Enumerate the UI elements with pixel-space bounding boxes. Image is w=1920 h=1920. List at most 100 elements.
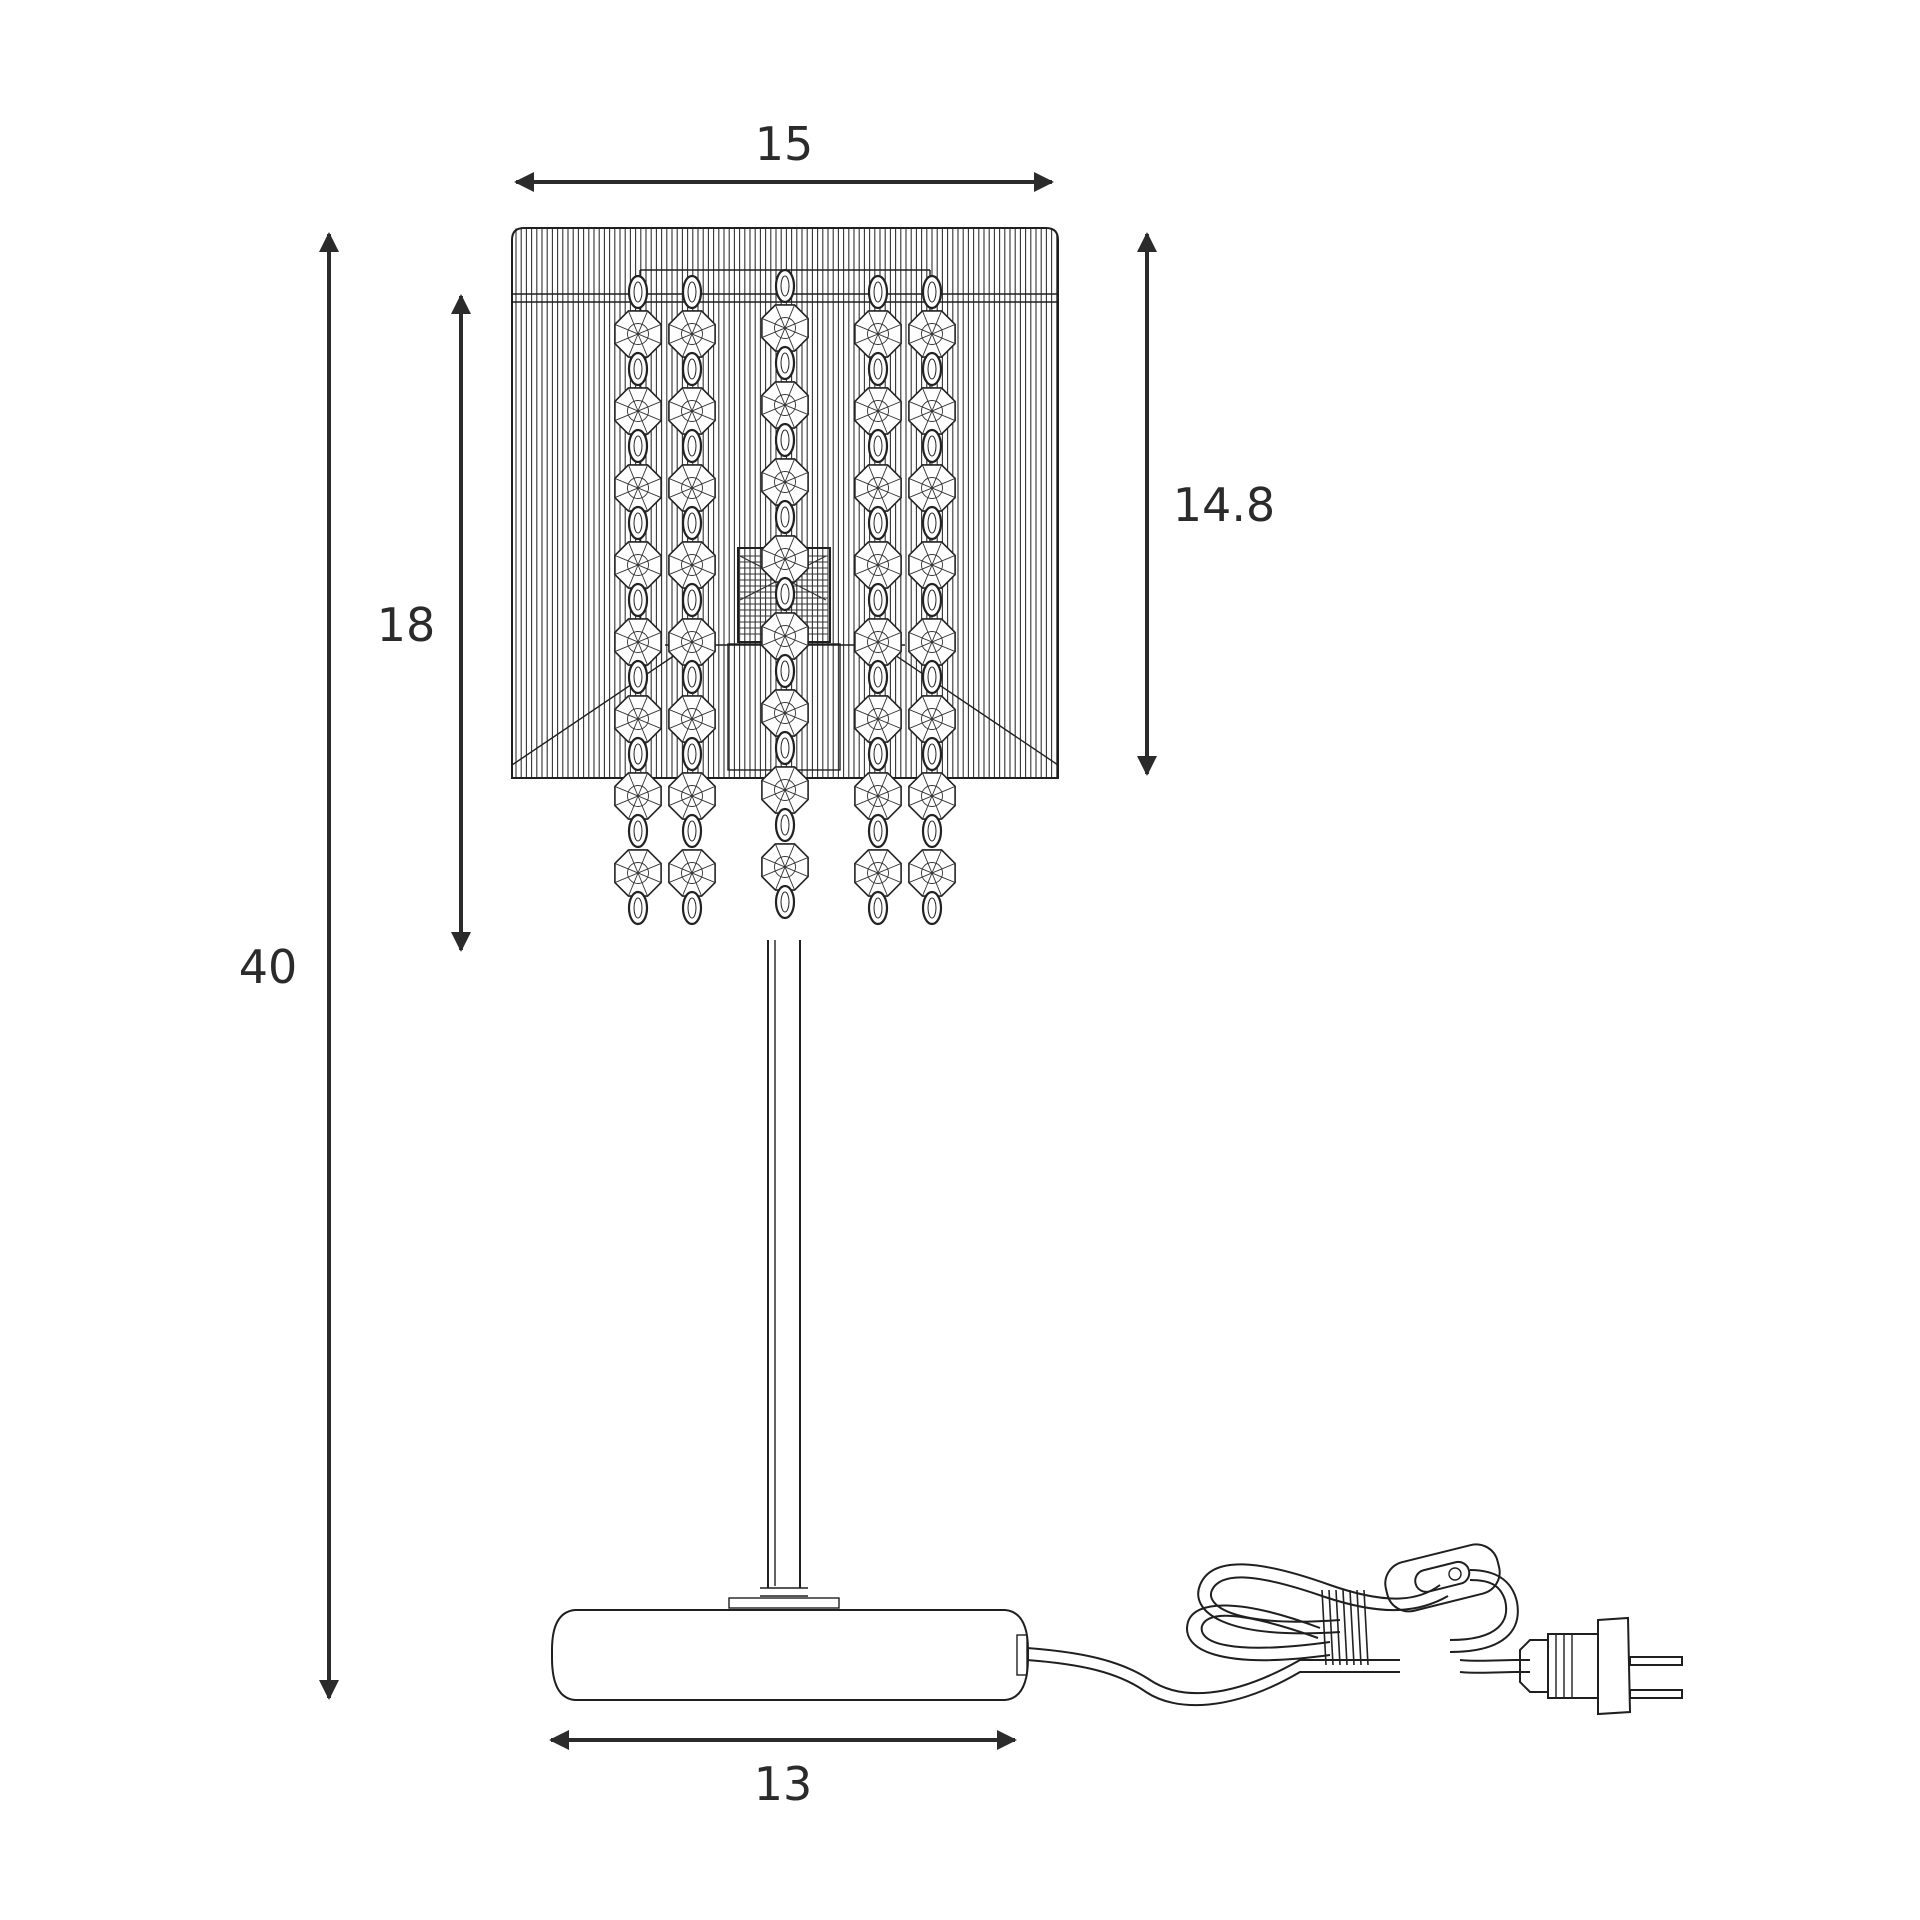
lamp-stem	[728, 940, 840, 1609]
chain-link-inner	[927, 512, 937, 534]
chain-link	[681, 274, 703, 310]
frame-strut	[879, 644, 1059, 766]
chain-link-inner	[927, 820, 937, 842]
cord-loop	[1200, 1614, 1331, 1649]
chain-link-inner	[780, 891, 790, 913]
crystal-facet	[908, 324, 956, 344]
chain-link-inner	[780, 737, 790, 759]
stem-plate	[728, 1597, 840, 1609]
power-cord	[1026, 1543, 1683, 1716]
cord	[1459, 1659, 1530, 1662]
chain-link	[774, 576, 796, 612]
chain-link	[921, 736, 943, 772]
chain-link	[774, 730, 796, 766]
chain-link-inner	[780, 429, 790, 451]
crystal-facet	[614, 863, 662, 883]
crystal-facet	[908, 863, 956, 883]
chain-link	[867, 351, 889, 387]
tie-coil	[1342, 1589, 1348, 1666]
chain-link-inner	[687, 897, 697, 919]
chain-link	[921, 813, 943, 849]
crystal-center	[627, 477, 649, 499]
chain-link	[681, 813, 703, 849]
shade-width-label: 15	[755, 117, 814, 171]
crystal-strand	[761, 268, 809, 920]
crystal-facet	[908, 555, 956, 575]
chain-link	[774, 268, 796, 304]
crystal-facet	[908, 401, 956, 421]
crystal-center	[627, 631, 649, 653]
crystal-facet	[854, 401, 902, 421]
chain-link-inner	[780, 814, 790, 836]
crystal-facet	[854, 786, 902, 806]
crystal-center	[921, 862, 943, 884]
crystal-facet	[854, 863, 902, 883]
chain-link-inner	[633, 589, 643, 611]
crystal-facet	[854, 555, 902, 575]
chain-link	[921, 274, 943, 310]
cord	[1026, 1659, 1400, 1707]
crystal-center	[681, 631, 703, 653]
crystal-facet	[614, 478, 662, 498]
crystal-facet	[668, 555, 716, 575]
dimension-total-height: 40	[239, 232, 339, 1700]
plug-icon	[1519, 1616, 1683, 1716]
chain-link	[681, 659, 703, 695]
chain-link-inner	[633, 820, 643, 842]
tie-coil	[1363, 1589, 1369, 1666]
chain-link	[774, 653, 796, 689]
crystal-facet	[761, 703, 809, 723]
crystal-center	[867, 400, 889, 422]
crystal-facet	[908, 478, 956, 498]
shade-height-label: 14.8	[1173, 478, 1275, 532]
chain-link	[867, 659, 889, 695]
crystal-center	[867, 862, 889, 884]
chain-link	[774, 807, 796, 843]
chain-link-inner	[687, 666, 697, 688]
chain-link-inner	[927, 897, 937, 919]
frame-strut	[511, 644, 691, 766]
chain-link-inner	[927, 743, 937, 765]
crystal-center	[774, 471, 796, 493]
crystal-facet	[854, 709, 902, 729]
chain-link-inner	[687, 512, 697, 534]
chain-link	[681, 582, 703, 618]
chain-link	[627, 274, 649, 310]
chain-link	[681, 505, 703, 541]
total-height-label: 40	[239, 940, 298, 994]
crystal-facet	[614, 632, 662, 652]
crystal-center	[774, 779, 796, 801]
cord-tie	[1321, 1589, 1369, 1666]
chain-link	[921, 659, 943, 695]
chain-link-inner	[873, 820, 883, 842]
crystal-facet	[761, 857, 809, 877]
chain-link	[774, 499, 796, 535]
switch-icon	[1384, 1543, 1501, 1613]
crystal-facet	[614, 401, 662, 421]
crystal-strand	[908, 274, 956, 926]
crystal-facet	[614, 709, 662, 729]
cord-loop	[1197, 1563, 1441, 1635]
crystal-center	[921, 708, 943, 730]
chain-link	[681, 736, 703, 772]
chain-link	[774, 345, 796, 381]
chain-link-inner	[687, 820, 697, 842]
dimension-shade-height: 14.8	[1137, 232, 1275, 776]
crystal-center	[774, 317, 796, 339]
chain-link-inner	[687, 435, 697, 457]
crystal-facet	[668, 863, 716, 883]
chain-link	[867, 505, 889, 541]
chain-link	[921, 890, 943, 926]
crystal-strand	[668, 274, 716, 926]
chain-link	[627, 659, 649, 695]
crystal-center	[627, 554, 649, 576]
crystal-center	[627, 708, 649, 730]
cord-grommet	[1016, 1634, 1028, 1676]
chain-link-inner	[873, 281, 883, 303]
chain-link-inner	[687, 743, 697, 765]
crystal-strand	[854, 274, 902, 926]
chain-link-inner	[633, 358, 643, 380]
chain-link	[867, 582, 889, 618]
chain-link-inner	[633, 281, 643, 303]
crystal-facet	[761, 318, 809, 338]
